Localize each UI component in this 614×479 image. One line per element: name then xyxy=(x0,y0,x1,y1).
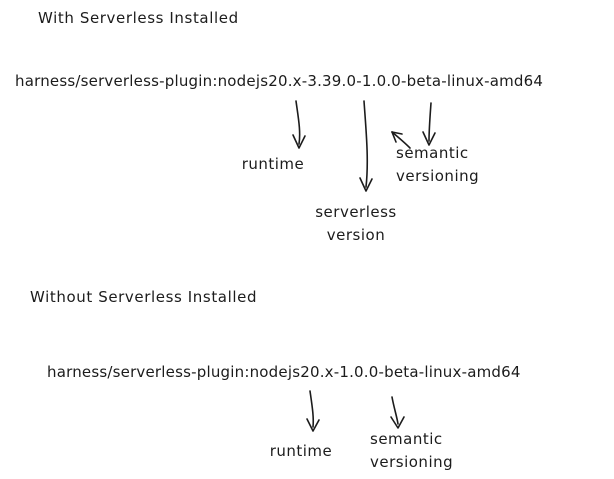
runtime-arrow-with-icon xyxy=(292,100,306,149)
semantic-versioning-label-without: semantic versioning xyxy=(370,430,454,471)
image-tag-with-serverless: harness/serverless-plugin:nodejs20.x-3.3… xyxy=(15,72,544,90)
section-heading-without-serverless: Without Serverless Installed xyxy=(30,288,258,306)
image-tag-without-serverless: harness/serverless-plugin:nodejs20.x-1.0… xyxy=(47,363,521,381)
semantic-versioning-down-arrow-icon xyxy=(422,102,436,146)
semantic-versioning-label-with: semantic versioning xyxy=(396,144,480,185)
runtime-label-with: runtime xyxy=(241,155,305,173)
runtime-arrow-without-icon xyxy=(306,390,320,432)
semantic-versioning-arrow-without-icon xyxy=(390,396,405,429)
runtime-label-without: runtime xyxy=(269,442,333,460)
serverless-version-label: serverless version xyxy=(315,203,397,244)
serverless-version-arrow-icon xyxy=(359,100,373,192)
section-heading-with-serverless: With Serverless Installed xyxy=(38,9,239,27)
